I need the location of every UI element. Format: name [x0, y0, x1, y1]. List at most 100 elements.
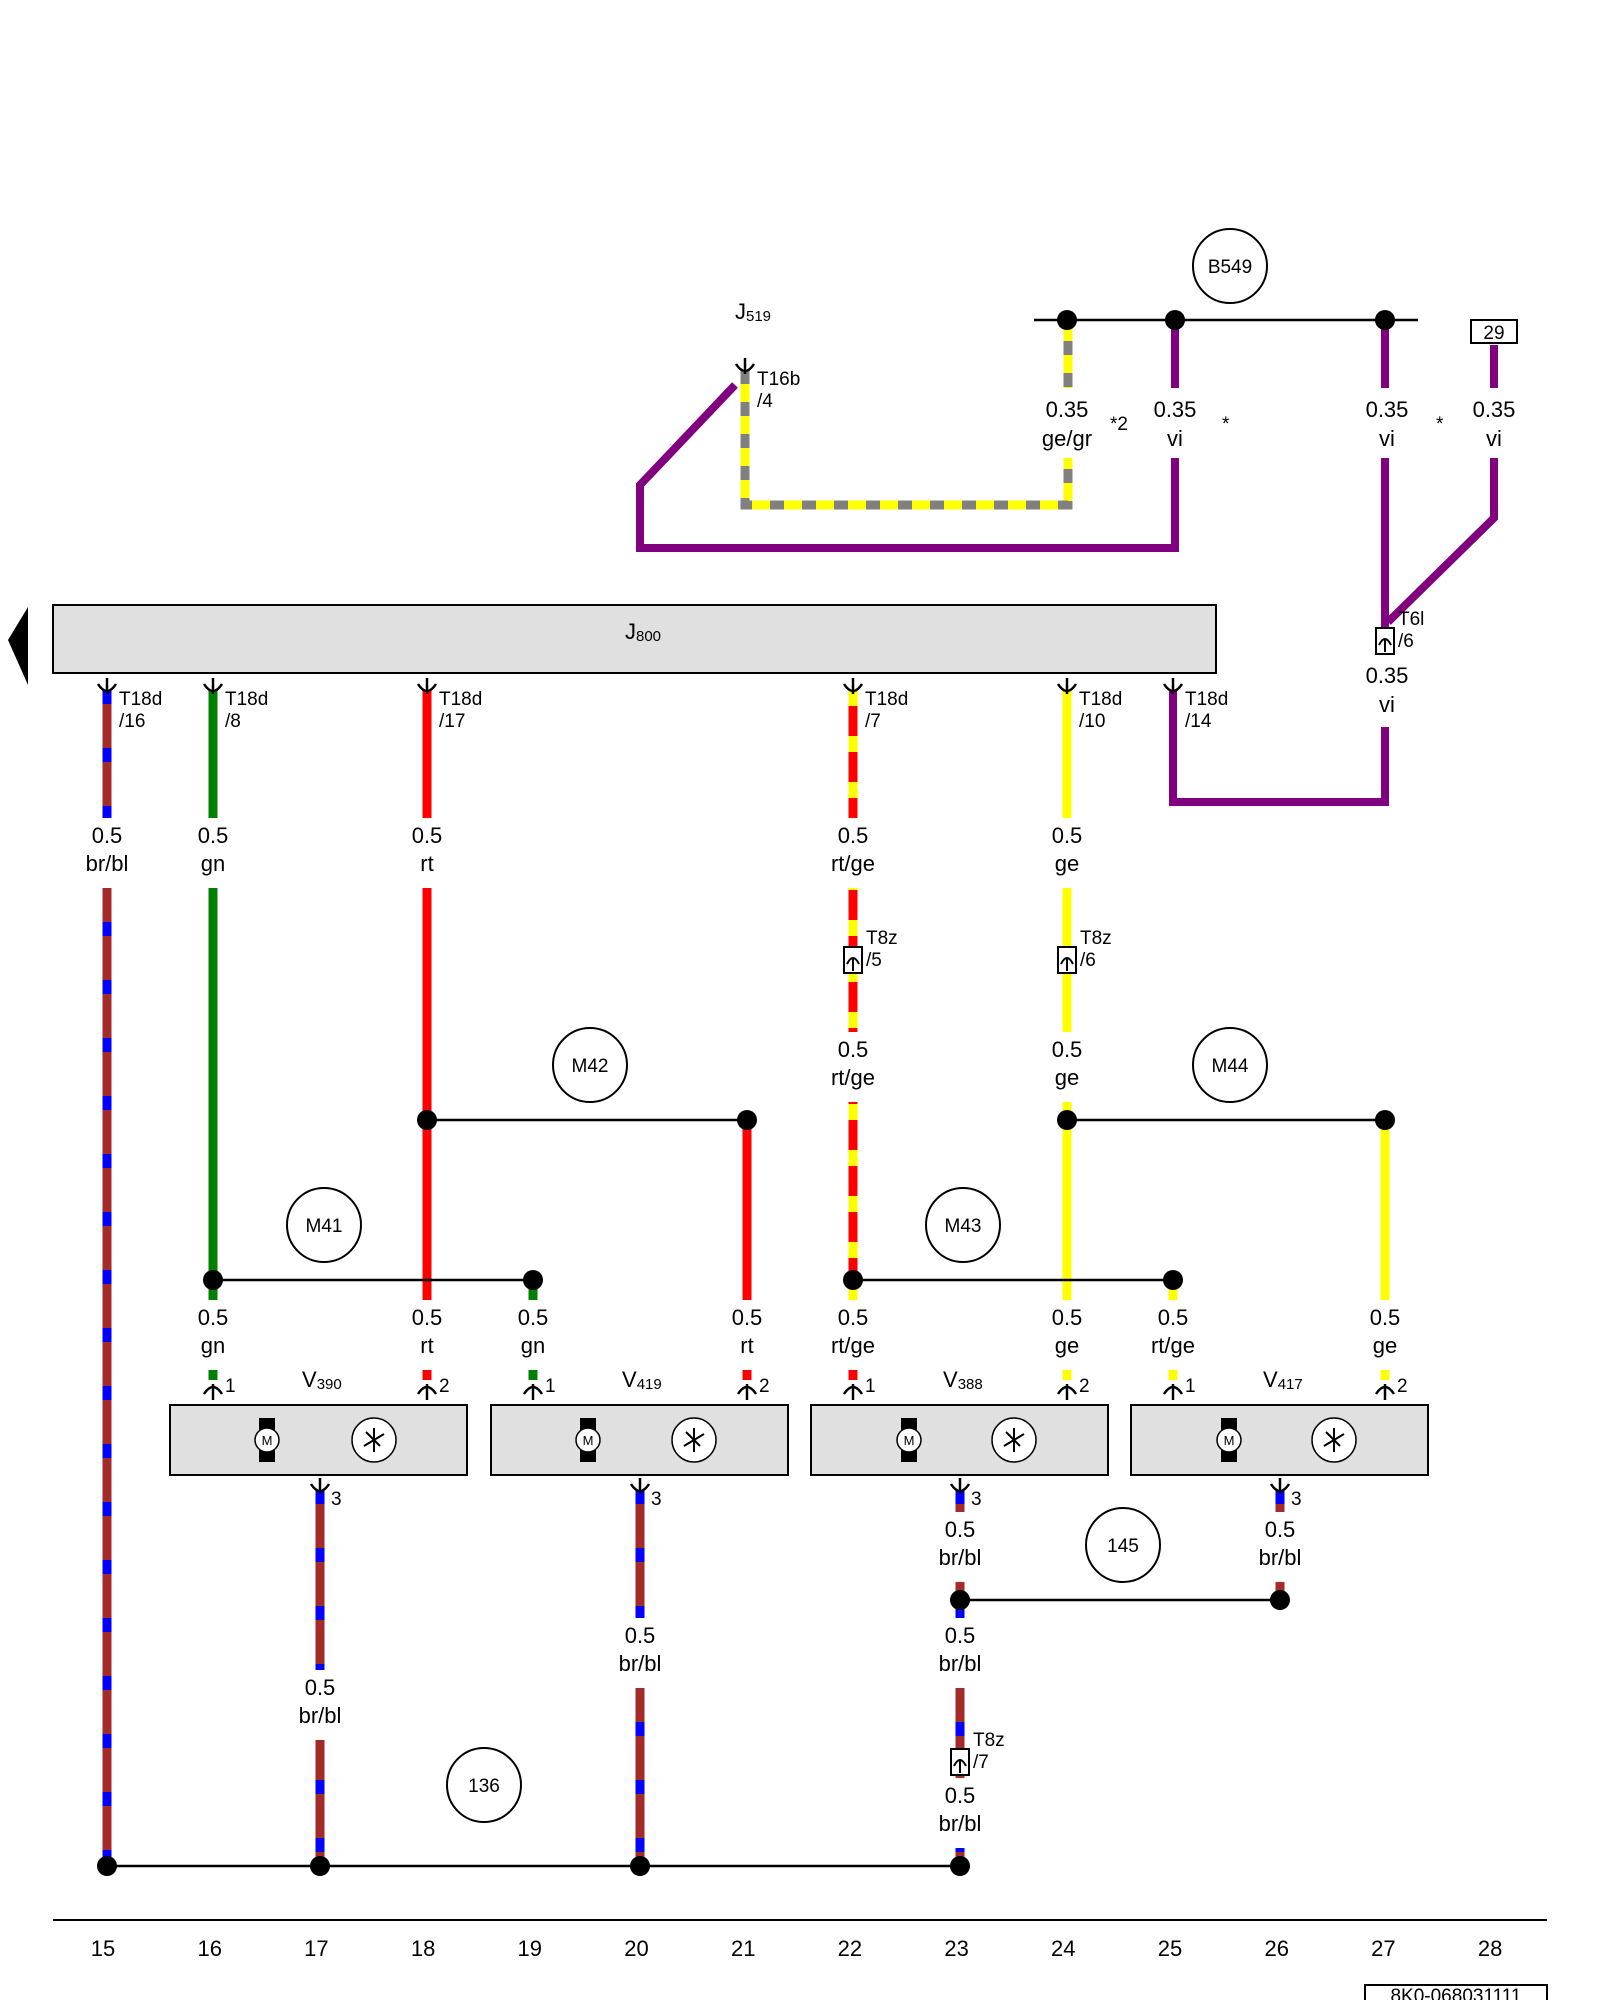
pin-number: 2 [1079, 1376, 1090, 1397]
motor-box[interactable] [810, 1404, 1109, 1476]
page-continue-arrow[interactable] [8, 607, 28, 685]
top-wire-labels: 0.35 ge/gr 0.35 vi 0.35 vi 0.35 vi 0.35 … [1042, 397, 1515, 717]
wire-size: 0.5 [1158, 1305, 1189, 1330]
label-masks [70, 388, 1530, 1848]
column-number: 26 [1264, 1936, 1288, 1961]
connector-plug-icon [950, 1748, 970, 1776]
column-number: 22 [838, 1936, 862, 1961]
motor-icon-letter: M [262, 1433, 273, 1448]
junction-dot [1057, 1110, 1077, 1130]
wire-size: 0.5 [198, 1305, 229, 1330]
splice-circle-m43 [925, 1187, 1001, 1263]
j800-box[interactable] [52, 604, 1217, 674]
connector-arrow-icon [309, 1476, 331, 1496]
motor-icon [575, 1427, 601, 1453]
wire-color: ge/gr [1042, 426, 1092, 451]
connector-up-icon [1162, 1382, 1184, 1402]
footnote: *2 [1110, 414, 1128, 435]
splice-label-m43: M43 [945, 1216, 982, 1237]
splice-circle-m42 [552, 1027, 628, 1103]
wire-color: br/bl [939, 1545, 982, 1570]
column-number: 23 [944, 1936, 968, 1961]
splice-label-136: 136 [468, 1776, 500, 1797]
splice-label-m41: M41 [306, 1216, 343, 1237]
motor-box[interactable] [490, 1404, 789, 1476]
connector-t6l: T6l/6 [1398, 609, 1424, 652]
connector-t18d-17: T18d/17 [439, 689, 482, 732]
motor-box[interactable] [169, 1404, 468, 1476]
wire-color: vi [1379, 426, 1395, 451]
motor-v388[interactable]: V388 M 1 2 3 [810, 1367, 1109, 1510]
wire-size: 0.5 [518, 1305, 549, 1330]
splice-label-m44: M44 [1212, 1056, 1249, 1077]
junction-dot [1375, 310, 1395, 330]
motor-v419[interactable]: V419 M 1 2 3 [490, 1367, 789, 1510]
connector-arrow-icon [629, 1476, 651, 1496]
pin-number: 2 [439, 1376, 450, 1397]
motor-icon-letter: M [904, 1433, 915, 1448]
motor-label: V417 [1263, 1367, 1303, 1393]
wire-size: 0.5 [945, 1783, 976, 1808]
junction-dot [203, 1270, 223, 1290]
motor-box[interactable] [1130, 1404, 1429, 1476]
connector-arrow-icon [202, 676, 224, 696]
wire-size: 0.5 [945, 1517, 976, 1542]
connector-arrow-icon [1162, 676, 1184, 696]
column-number: 15 [91, 1936, 115, 1961]
wire-color: gn [201, 1333, 225, 1358]
wire-size: 0.5 [1052, 1305, 1083, 1330]
j519-label: J519 [735, 299, 771, 325]
connector-up-icon [842, 1382, 864, 1402]
pin-number: 1 [865, 1376, 876, 1397]
wire-size: 0.35 [1154, 397, 1197, 422]
wire-size: 0.5 [1052, 1037, 1083, 1062]
pin-number: 1 [225, 1376, 236, 1397]
junction-dot [630, 1856, 650, 1876]
junction-dot [950, 1856, 970, 1876]
connector-arrow-icon [1056, 676, 1078, 696]
wire-ge-gr-j519-stripe [740, 320, 1073, 510]
wire-size: 0.35 [1046, 397, 1089, 422]
ref-box-29-label: 29 [1483, 323, 1504, 344]
connector-t18d-16: T18d/16 [119, 689, 162, 732]
wire-color: vi [1167, 426, 1183, 451]
wire-size: 0.5 [838, 823, 869, 848]
fan-icon [1003, 1428, 1025, 1452]
motor-icon-letter: M [583, 1433, 594, 1448]
motor-v390[interactable]: V390 M 1 2 3 [169, 1367, 468, 1510]
wire-ge-gr-j519 [740, 320, 1073, 510]
wire-size: 0.5 [732, 1305, 763, 1330]
wire-vi-t6l-t18d14 [1169, 655, 1389, 806]
connector-t8z-5: T8z/5 [866, 928, 898, 971]
wire-color: rt/ge [831, 851, 875, 876]
wire-size: 0.5 [838, 1037, 869, 1062]
junction-dot [737, 1110, 757, 1130]
connector-arrow-icon [842, 676, 864, 696]
splice-circle-b549 [1192, 228, 1268, 304]
motor-v417[interactable]: V417 M 1 2 3 [1130, 1367, 1429, 1510]
wire-size: 0.5 [198, 823, 229, 848]
wire-size: 0.5 [945, 1623, 976, 1648]
motor-icon [1216, 1427, 1242, 1453]
wire-color: vi [1486, 426, 1502, 451]
wire-color: br/bl [939, 1811, 982, 1836]
column-number: 20 [624, 1936, 648, 1961]
junction-dot [310, 1856, 330, 1876]
wire-size: 0.5 [625, 1623, 656, 1648]
connector-up-icon [1056, 1382, 1078, 1402]
fan-icon [363, 1428, 385, 1452]
wire-size: 0.5 [305, 1675, 336, 1700]
connector-t16b: T16b/4 [757, 369, 800, 412]
doc-number: 8K0-068031111 [1390, 1986, 1521, 2000]
wire-color: vi [1379, 692, 1395, 717]
connector-up-icon [522, 1382, 544, 1402]
pin-number: 3 [971, 1489, 982, 1510]
wire-size: 0.5 [92, 823, 123, 848]
j800-connectors: T18d/16 T18d/8 T18d/17 T18d/7 T18d/10 T1… [96, 676, 1228, 732]
pin-number: 3 [651, 1489, 662, 1510]
ref-box-29[interactable] [1470, 319, 1518, 344]
wire-color: rt [740, 1333, 753, 1358]
connector-plug-icon [1375, 627, 1395, 655]
